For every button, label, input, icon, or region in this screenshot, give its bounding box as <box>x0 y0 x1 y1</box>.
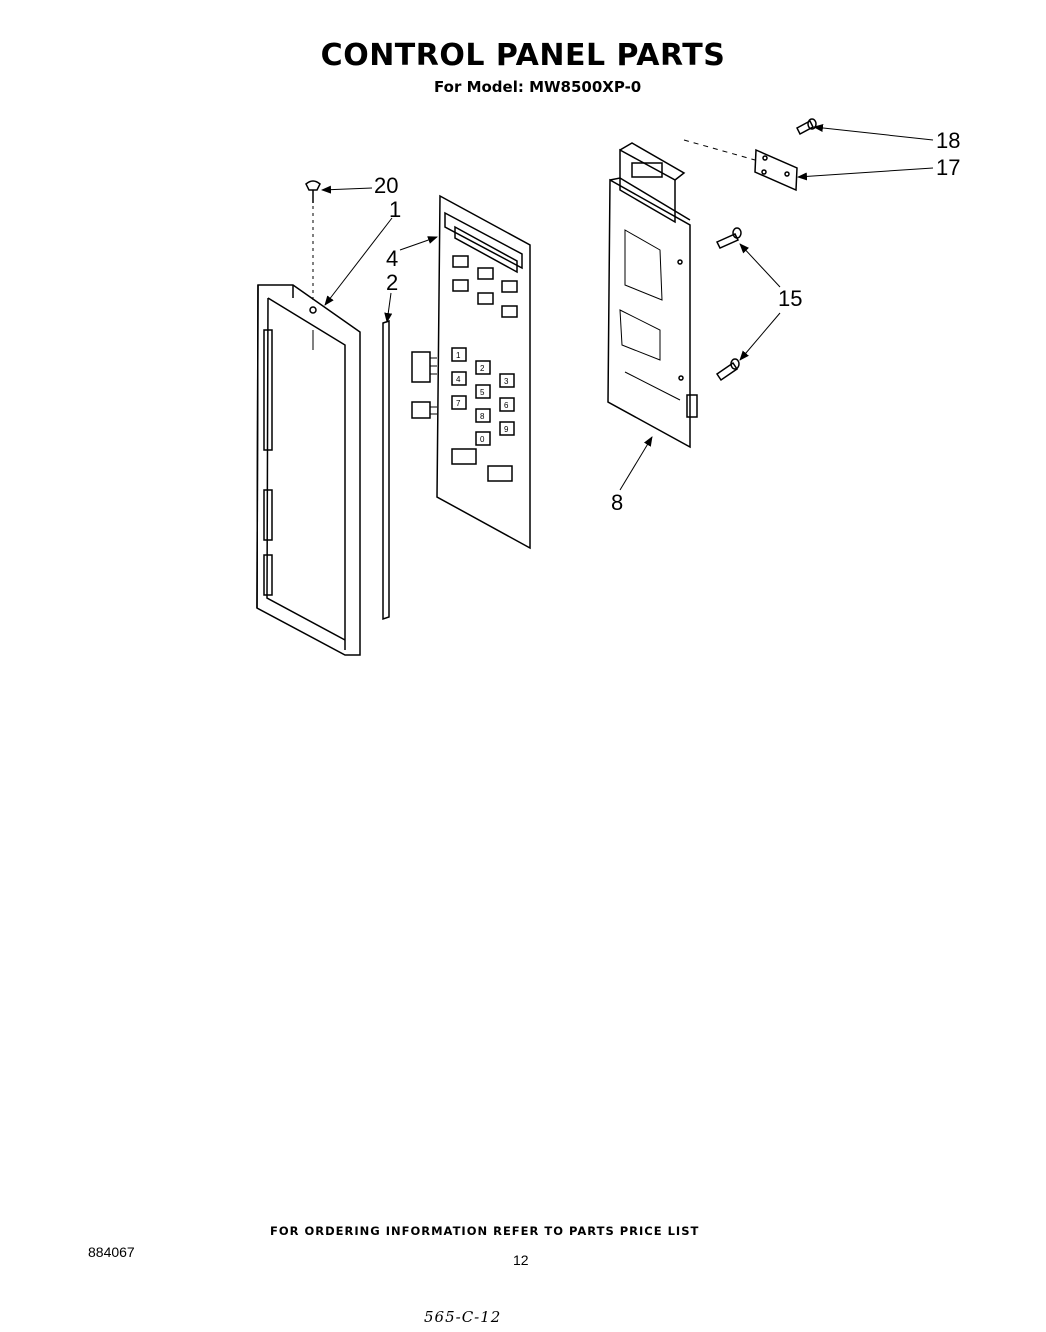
keypad-key-label: 2 <box>480 364 485 373</box>
keypad-key <box>499 397 515 412</box>
start-stop-key <box>451 448 477 465</box>
keypad-key-label: 4 <box>456 375 461 384</box>
document-number: 884067 <box>88 1244 135 1260</box>
function-key <box>452 255 469 268</box>
part-2-strip <box>382 319 390 621</box>
keypad-key <box>451 347 467 362</box>
keypad-key-label: 8 <box>480 412 485 421</box>
callout-4: 4 <box>386 246 398 271</box>
callout-17: 17 <box>936 155 960 180</box>
part-8-control-board <box>607 142 698 449</box>
part-20-screw <box>305 180 321 300</box>
leader-lines <box>321 124 934 491</box>
callout-2: 2 <box>386 270 398 295</box>
keypad-key-label: 3 <box>504 377 509 386</box>
callout-8: 8 <box>611 490 623 515</box>
function-key <box>477 292 494 305</box>
keypad-key <box>451 395 467 410</box>
function-key <box>501 305 518 318</box>
model-subtitle: For Model: MW8500XP-0 <box>434 78 642 96</box>
start-stop-key <box>487 465 513 482</box>
part-1-frame <box>256 284 361 656</box>
keypad-key <box>475 431 491 446</box>
handwritten-note: 565-C-12 <box>424 1308 502 1326</box>
page-number: 12 <box>513 1252 529 1268</box>
callout-18: 18 <box>936 128 960 153</box>
callout-20: 20 <box>374 173 398 198</box>
page-title: CONTROL PANEL PARTS <box>320 38 726 73</box>
keypad-key <box>499 373 515 388</box>
keypad-key-label: 5 <box>480 388 485 397</box>
keypad-key-label: 7 <box>456 399 461 408</box>
function-key <box>501 280 518 293</box>
keypad-key <box>475 384 491 399</box>
callout-1: 1 <box>389 197 401 222</box>
function-key <box>477 267 494 280</box>
ordering-note: FOR ORDERING INFORMATION REFER TO PARTS … <box>270 1224 700 1238</box>
keypad-key-label: 0 <box>480 435 485 444</box>
part-15-screws <box>715 227 742 382</box>
keypad-key <box>499 421 515 436</box>
callout-15: 15 <box>778 286 802 311</box>
keypad-key <box>475 360 491 375</box>
part-17-bracket <box>683 139 798 192</box>
function-key <box>452 279 469 292</box>
keypad-key-label: 1 <box>456 351 461 360</box>
keypad-key <box>475 408 491 423</box>
part-18-screw <box>796 118 817 136</box>
keypad-key-label: 9 <box>504 425 509 434</box>
keypad-key <box>451 371 467 386</box>
part-4-keypad: 1 2 3 4 5 6 7 8 9 0 <box>411 194 531 550</box>
keypad-key-label: 6 <box>504 401 509 410</box>
